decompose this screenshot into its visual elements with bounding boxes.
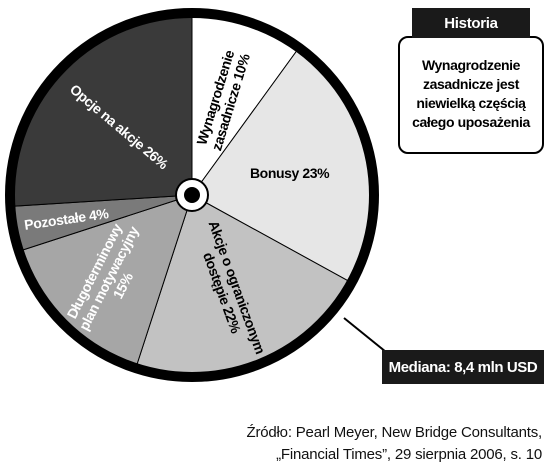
history-note-box — [398, 36, 544, 154]
slice-label: Bonusy 23% — [250, 165, 330, 181]
median-callout: Mediana: 8,4 mln USD — [382, 350, 544, 384]
history-note-line: niewielką częścią — [416, 95, 526, 111]
history-note-text: Wynagrodzenie zasadnicze jest niewielką … — [402, 56, 540, 132]
pie-center-dot — [184, 187, 200, 203]
slice-label-line: Bonusy 23% — [250, 165, 330, 181]
median-pointer-line — [343, 317, 387, 353]
source-line-1: Źródło: Pearl Meyer, New Bridge Consulta… — [246, 424, 543, 441]
history-note-line: całego uposażenia — [412, 114, 530, 130]
source-line-2: „Financial Times”, 29 sierpnia 2006, s. … — [276, 446, 542, 463]
history-note-line: Wynagrodzenie — [421, 57, 520, 73]
pie-outline — [5, 8, 379, 382]
history-note-header: Historia — [412, 8, 530, 38]
history-note-line: zasadnicze jest — [423, 76, 519, 92]
